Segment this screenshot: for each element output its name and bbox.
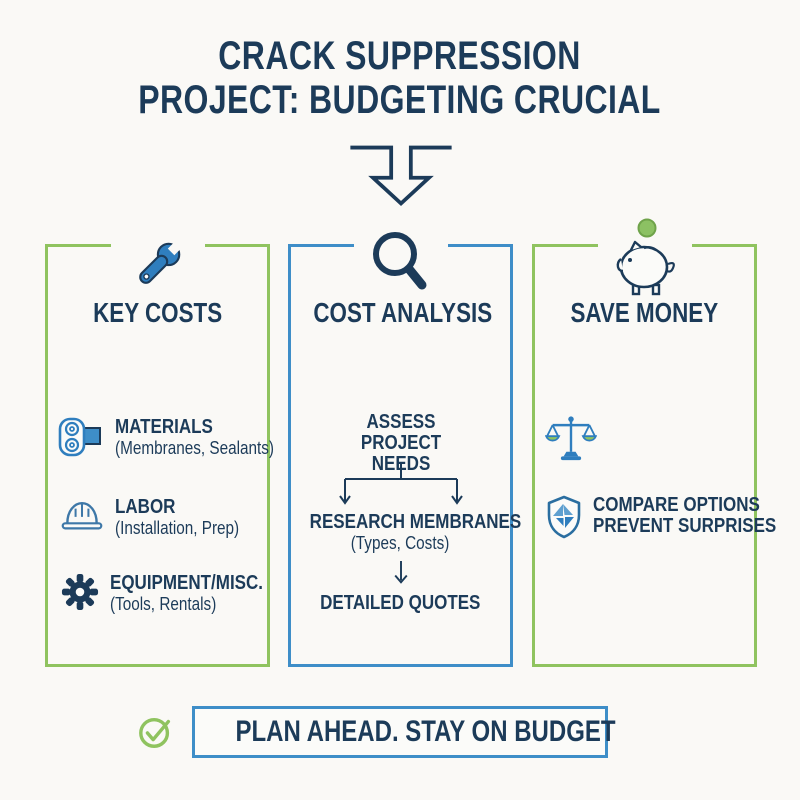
panel-cost-analysis: COST ANALYSIS ASSESS PROJECT NEEDS RESEA… xyxy=(288,232,522,667)
item-title: LABOR xyxy=(115,496,176,518)
balance-scale-icon xyxy=(545,415,597,461)
piggy-bank-icon xyxy=(611,215,679,301)
item-title: COMPARE OPTIONS xyxy=(593,494,760,516)
list-item-materials: MATERIALS (Membranes, Sealants) xyxy=(58,417,302,458)
shield-icon xyxy=(546,495,582,539)
flow-step-research: RESEARCH MEMBRANES (Types, Costs) xyxy=(309,511,522,554)
item-title: PREVENT SURPRISES xyxy=(593,515,777,537)
title-line-2: PROJECT: BUDGETING CRUCIAL xyxy=(138,78,662,122)
column-header-save-money: SAVE MONEY xyxy=(570,297,719,328)
item-title: MATERIALS xyxy=(115,416,213,438)
column-header-cost-analysis: COST ANALYSIS xyxy=(313,297,493,328)
list-item-equipment: EQUIPMENT/MISC. (Tools, Rentals) xyxy=(61,573,290,614)
gear-icon xyxy=(61,573,99,611)
branch-arrows-icon xyxy=(338,463,463,511)
item-subtitle: (Tools, Rentals) xyxy=(110,594,217,614)
title-line-1: CRACK SUPPRESSION xyxy=(218,34,582,78)
hard-hat-icon xyxy=(60,499,104,533)
item-title: EQUIPMENT/MISC. xyxy=(110,572,264,594)
down-arrow-small-icon xyxy=(393,561,409,588)
page-title: CRACK SUPPRESSION PROJECT: BUDGETING CRU… xyxy=(0,34,800,122)
flow-step-quotes: DETAILED QUOTES xyxy=(320,592,481,614)
down-arrow-icon xyxy=(336,140,466,208)
list-item-labor: LABOR (Installation, Prep) xyxy=(60,497,261,538)
wrench-icon xyxy=(126,233,190,297)
border-notch xyxy=(110,242,205,252)
magnifier-icon xyxy=(366,229,436,299)
membrane-roll-icon xyxy=(58,417,104,457)
panel-save-money: SAVE MONEY xyxy=(532,218,776,667)
list-item-scales xyxy=(545,415,597,461)
banner-text: PLAN AHEAD. STAY ON BUDGET xyxy=(235,715,616,748)
panel-key-costs: KEY COSTS MATERIALS (Membranes, Sealants… xyxy=(45,241,274,667)
item-subtitle: (Installation, Prep) xyxy=(115,518,240,538)
bottom-banner: PLAN AHEAD. STAY ON BUDGET xyxy=(139,706,616,758)
list-item-compare: COMPARE OPTIONS PREVENT SURPRISES xyxy=(546,495,800,539)
border-notch xyxy=(353,242,448,252)
column-header-key-costs: KEY COSTS xyxy=(92,297,223,328)
check-circle-icon xyxy=(137,713,175,751)
item-subtitle: (Membranes, Sealants) xyxy=(115,438,275,458)
